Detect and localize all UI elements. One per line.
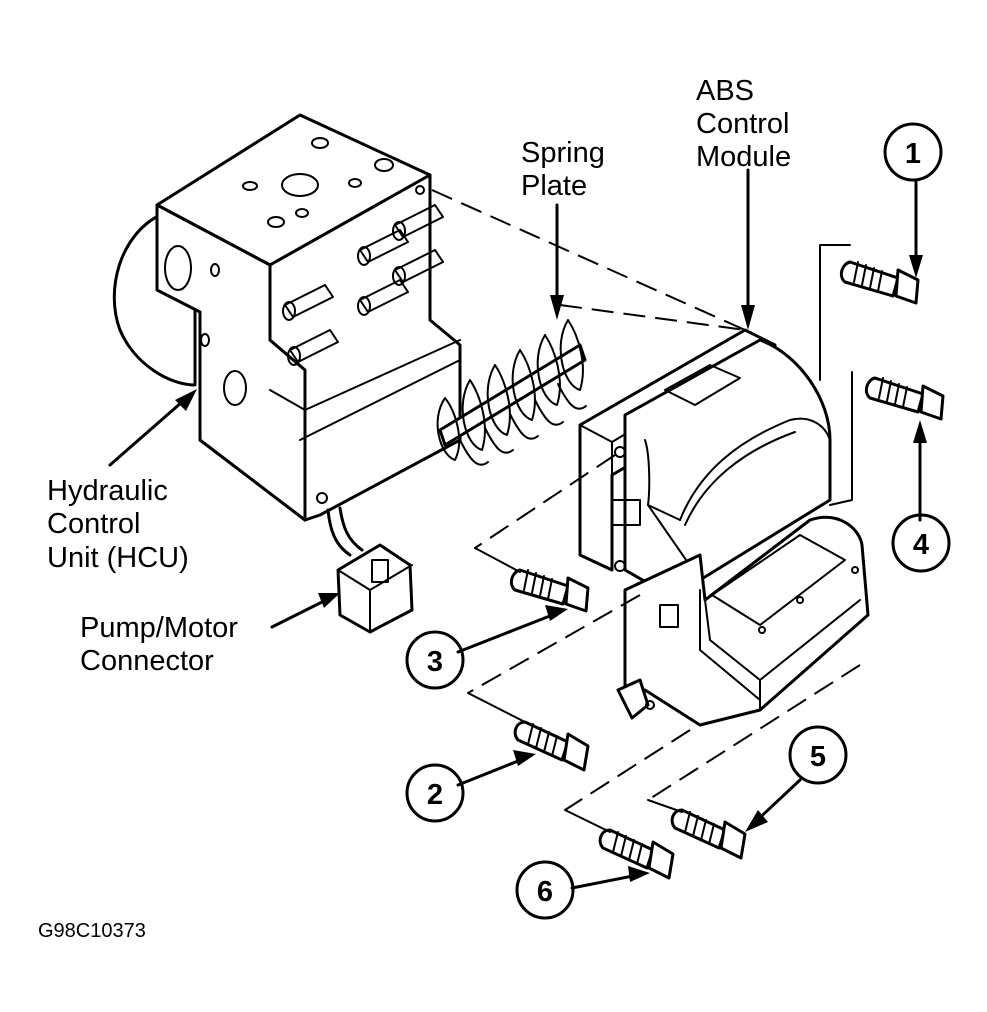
callout-1-label: 1 <box>905 138 921 170</box>
spring-line-1: Spring <box>521 137 605 169</box>
callout-3: 3 <box>405 630 465 690</box>
callout-5-label: 5 <box>810 741 826 773</box>
figure-code: G98C10373 <box>38 920 146 942</box>
callout-6: 6 <box>515 860 575 920</box>
spring-plate <box>436 319 587 466</box>
alignment-lines <box>431 189 861 833</box>
callout-2-label: 2 <box>427 779 443 811</box>
screw-4 <box>864 376 945 421</box>
callout-4-label: 4 <box>913 529 929 561</box>
callout-1: 1 <box>883 122 943 182</box>
label-pump-motor-connector: Pump/Motor Connector <box>80 612 238 677</box>
label-hydraulic-control-unit: Hydraulic Control Unit (HCU) <box>47 475 189 574</box>
spring-line-2: Plate <box>521 170 587 202</box>
callout-3-label: 3 <box>427 646 443 678</box>
callout-2: 2 <box>405 763 465 823</box>
hydraulic-control-unit <box>112 113 462 522</box>
abs-control-module <box>578 328 870 727</box>
screw-2 <box>513 720 590 772</box>
connector-line-2: Connector <box>80 645 214 677</box>
hcu-line-3: Unit (HCU) <box>47 542 189 574</box>
label-spring-plate: Spring Plate <box>521 137 605 202</box>
label-abs-control-module: ABS Control Module <box>696 75 791 173</box>
hcu-line-2: Control <box>47 508 141 540</box>
leader-arrows <box>108 168 927 890</box>
callout-4: 4 <box>891 513 951 573</box>
pump-motor-connector <box>326 506 414 634</box>
callout-6-label: 6 <box>537 876 553 908</box>
hcu-line-1: Hydraulic <box>47 475 168 507</box>
screw-3 <box>509 568 590 613</box>
screw-1 <box>839 260 920 305</box>
callout-5: 5 <box>788 725 848 785</box>
connector-line-1: Pump/Motor <box>80 612 238 644</box>
module-line-1: ABS <box>696 75 754 107</box>
module-line-3: Module <box>696 141 791 173</box>
screw-5 <box>670 808 747 860</box>
module-line-2: Control <box>696 108 790 140</box>
